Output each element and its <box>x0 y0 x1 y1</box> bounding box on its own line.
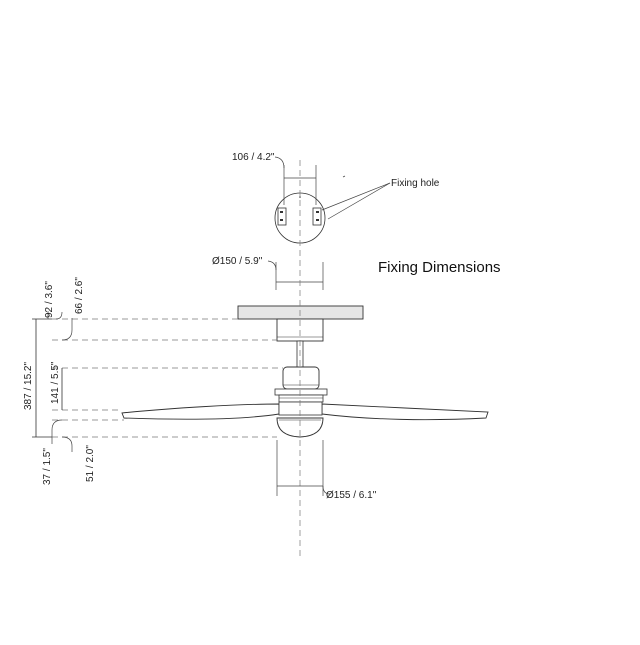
ceiling-block <box>237 305 364 320</box>
canopy-height-label: 92 / 3.6" <box>44 281 55 318</box>
hole-spacing-dimension: 106 / 4.2" <box>232 152 317 205</box>
canopy-diameter-label: Ø150 / 5.9" <box>212 256 263 267</box>
fixing-hole-left <box>277 207 287 226</box>
fixing-hole-right <box>312 207 322 226</box>
blade-to-bottom-label: 37 / 1.5" <box>42 448 53 485</box>
blade-left <box>121 403 280 420</box>
overall-height-label: 387 / 15.2" <box>23 362 34 410</box>
hole-spacing-label: 106 / 4.2" <box>232 152 275 163</box>
fixing-hole-leader: Fixing hole <box>321 175 440 220</box>
canopy-diameter-dimension: Ø150 / 5.9" <box>212 256 324 290</box>
downrod-to-blade-label: 141 / 5.5" <box>50 361 61 404</box>
light-height-label: 51 / 2.0" <box>85 445 96 482</box>
canopy-recess-label: 66 / 2.6" <box>74 277 85 314</box>
diagram-title: Fixing Dimensions <box>378 259 501 276</box>
motor-housing <box>282 366 320 390</box>
vertical-dimensions: 387 / 15.2" 92 / 3.6" 66 / 2.6" 141 / 5.… <box>23 277 96 485</box>
fan-side-view <box>121 305 489 438</box>
reference-lines <box>52 318 283 438</box>
blade-right <box>321 403 489 421</box>
fixing-hole-label: Fixing hole <box>391 178 440 189</box>
motor-diameter-dimension: Ø155 / 6.1" <box>276 440 377 501</box>
motor-diameter-label: Ø155 / 6.1" <box>326 490 377 501</box>
light-kit <box>276 417 324 438</box>
